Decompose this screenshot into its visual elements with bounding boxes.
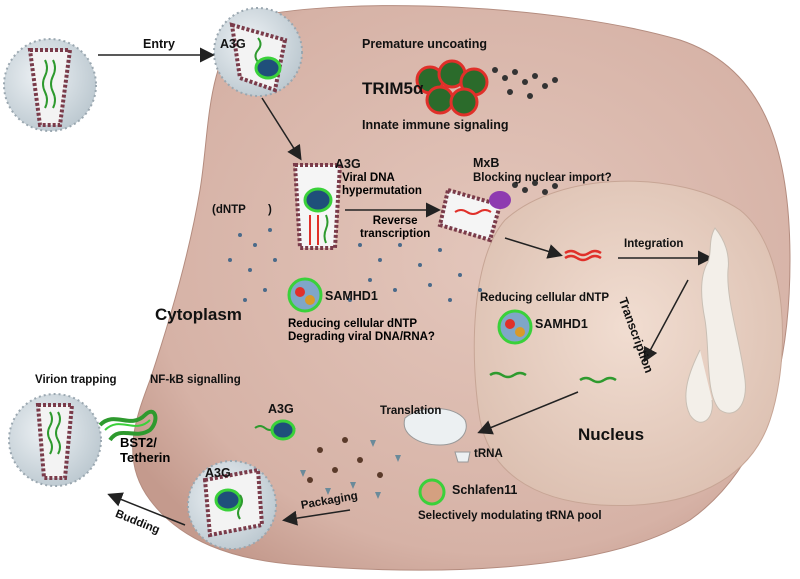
integration-label: Integration bbox=[624, 238, 684, 250]
reducing-dntp-nuc-label: Reducing cellular dNTP bbox=[480, 292, 610, 304]
trim5a-label: TRIM5α bbox=[362, 79, 424, 98]
capsid-mxb bbox=[437, 180, 558, 243]
mrna-nucleus bbox=[579, 376, 617, 384]
uncoating-arrow bbox=[261, 97, 302, 161]
translation-label: Translation bbox=[380, 405, 442, 417]
tetherin-label: Tetherin bbox=[120, 449, 171, 465]
virion-fusing bbox=[213, 7, 303, 97]
nfkb-label: NF-kB signalling bbox=[150, 374, 241, 386]
bst2-tetherin: BST2/ Tetherin bbox=[120, 435, 171, 466]
virion-entry bbox=[3, 38, 97, 132]
degrading-label: Degrading viral DNA/RNA? bbox=[288, 331, 435, 344]
chromosome bbox=[685, 227, 746, 423]
trim5a-cluster bbox=[415, 59, 558, 117]
schlafen-label: Schlafen11 bbox=[452, 483, 518, 497]
innate-immune-label: Innate immune signaling bbox=[362, 118, 509, 132]
reducing-dntp-cyto-label: Reducing cellular dNTP bbox=[288, 318, 418, 330]
virion-trapping-label: Virion trapping bbox=[35, 374, 117, 386]
samhd1-cyto-protein bbox=[287, 277, 323, 313]
reverse-transcription: Reverse transcription bbox=[360, 215, 430, 241]
trna-scatter bbox=[300, 437, 401, 499]
dntp-close-label: ) bbox=[268, 204, 272, 216]
samhd1-nuc-label: SAMHD1 bbox=[535, 317, 588, 331]
ribosome bbox=[403, 408, 471, 463]
virion-packaging bbox=[187, 460, 277, 550]
import-arrow bbox=[504, 237, 563, 259]
capsid-a3g bbox=[292, 163, 343, 250]
hypermutation-label: hypermutation bbox=[342, 185, 422, 198]
transcription-rt-label: transcription bbox=[360, 228, 431, 241]
reverse-label: Reverse bbox=[372, 215, 418, 227]
blocking-import-label: Blocking nuclear import? bbox=[473, 172, 612, 184]
samhd1-cyto-effects: Reducing cellular dNTP Degrading viral D… bbox=[288, 318, 435, 344]
bst2-tether bbox=[98, 409, 158, 442]
mxb-label: MxB bbox=[473, 156, 500, 170]
virion-trapped bbox=[8, 393, 102, 487]
budding-arrow bbox=[107, 492, 186, 526]
selectively-label: Selectively modulating tRNA pool bbox=[418, 510, 602, 522]
bst2-label: BST2/ bbox=[120, 435, 157, 450]
dntp-dots bbox=[228, 228, 482, 302]
a3g-rna bbox=[254, 419, 296, 441]
a3g-virion-label: A3G bbox=[205, 466, 231, 480]
a3g-bottom-label: A3G bbox=[268, 402, 294, 416]
viral-dna-label: Viral DNA bbox=[342, 172, 395, 184]
cytoplasm-label: Cytoplasm bbox=[155, 305, 242, 324]
a3g-mid-label: A3G bbox=[335, 157, 361, 171]
schlafen11-protein bbox=[418, 478, 446, 506]
trna-label: tRNA bbox=[474, 448, 503, 460]
dntp-label: (dNTP bbox=[212, 204, 246, 216]
export-arrow bbox=[477, 391, 579, 435]
viral-dna-hypermutation: Viral DNA hypermutation bbox=[342, 172, 422, 198]
entry-label: Entry bbox=[143, 37, 175, 51]
transcription-arrow bbox=[643, 279, 689, 363]
viral-dna bbox=[564, 249, 602, 257]
samhd1-nuc-protein bbox=[497, 309, 533, 345]
premature-uncoating-label: Premature uncoating bbox=[362, 37, 488, 51]
samhd1-cyto-label: SAMHD1 bbox=[325, 289, 378, 303]
nucleus-label: Nucleus bbox=[578, 425, 645, 444]
packaging-arrow bbox=[282, 509, 351, 526]
a3g-top-label: A3G bbox=[220, 37, 246, 51]
